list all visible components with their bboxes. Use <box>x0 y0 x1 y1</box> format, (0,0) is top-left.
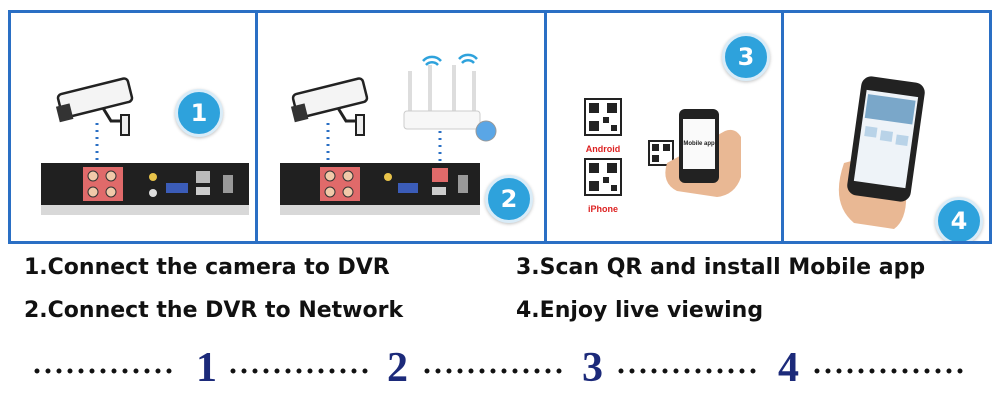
step-instructions: 1.Connect the camera to DVR 2.Connect th… <box>24 255 984 335</box>
dot-separator <box>424 368 564 374</box>
qr-phone-illustration: Android iPhone Mobile app <box>584 98 741 214</box>
progress-number-4: 4 <box>778 345 799 391</box>
step-3-text: 3.Scan QR and install Mobile app <box>516 255 926 280</box>
panel-live-viewing: 4 <box>781 13 989 241</box>
android-label: Android <box>586 144 621 154</box>
camera-dvr-illustration <box>41 77 249 215</box>
step-progress: 1 2 3 4 <box>34 346 964 394</box>
qr-code-icon <box>584 158 622 196</box>
panel-scan-qr: Android iPhone Mobile app 3 <box>544 13 781 241</box>
dot-separator <box>230 368 370 374</box>
dot-separator <box>618 368 758 374</box>
qr-code-icon <box>584 98 622 136</box>
step-1-text: 1.Connect the camera to DVR <box>24 255 390 280</box>
step-badge-2: 2 <box>485 175 533 223</box>
live-view-illustration <box>838 76 925 229</box>
step-2-text: 2.Connect the DVR to Network <box>24 298 404 323</box>
qr-code-icon <box>648 140 674 166</box>
step-4-text: 4.Enjoy live viewing <box>516 298 764 323</box>
router-icon <box>403 53 497 142</box>
setup-illustration-frame: 1 <box>8 10 992 244</box>
hand-phone-icon <box>838 76 925 229</box>
dvr-icon <box>41 163 249 215</box>
hand-phone-icon <box>665 109 741 197</box>
camera-icon <box>55 77 134 136</box>
camera-icon <box>290 77 369 136</box>
dot-separator <box>814 368 964 374</box>
step-badge-1: 1 <box>175 89 223 137</box>
dvr-icon <box>280 163 480 215</box>
iphone-label: iPhone <box>588 204 618 214</box>
progress-number-2: 2 <box>387 345 408 391</box>
panel-camera-to-dvr: 1 <box>11 13 255 241</box>
dot-separator <box>34 368 174 374</box>
step-badge-3: 3 <box>722 33 770 81</box>
phone-screen-text: Mobile app <box>683 141 715 147</box>
dvr-router-illustration <box>280 53 497 215</box>
step-badge-4: 4 <box>935 197 983 241</box>
progress-number-3: 3 <box>582 345 603 391</box>
progress-number-1: 1 <box>196 345 217 391</box>
panel-dvr-to-network: 2 <box>255 13 544 241</box>
